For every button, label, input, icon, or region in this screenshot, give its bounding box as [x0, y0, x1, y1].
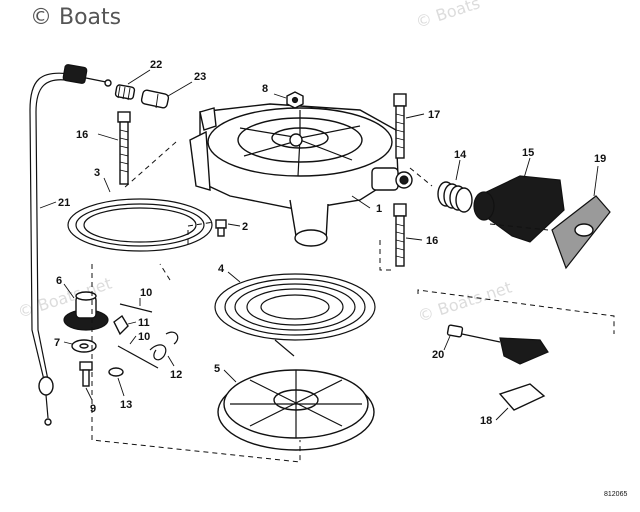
callout-12: 12 — [170, 369, 182, 381]
dash-housing-right — [379, 240, 394, 271]
washer — [71, 339, 97, 353]
bolt-lower-right — [393, 203, 407, 267]
dash-bolt-right — [409, 167, 433, 187]
cable-sleeve — [114, 84, 136, 101]
callout-2: 2 — [242, 221, 248, 233]
watermark-top-right: © Boats — [413, 0, 482, 32]
watermark-middle-right: © Boats.net — [415, 278, 514, 326]
dash-left-link — [159, 263, 171, 281]
callout-14: 14 — [454, 149, 467, 161]
spring-clip — [149, 331, 179, 361]
callout-9: 9 — [90, 403, 96, 415]
callout-17: 17 — [428, 109, 440, 121]
callout-1: 1 — [376, 203, 382, 215]
callout-16-right: 16 — [426, 235, 438, 247]
small-screw — [215, 219, 227, 237]
handle-plate — [551, 195, 611, 270]
callout-7: 7 — [54, 337, 60, 349]
callout-15: 15 — [522, 147, 534, 159]
dash-right-group — [417, 289, 615, 334]
pinion-gear — [63, 291, 109, 331]
callout-3: 3 — [94, 167, 100, 179]
bolt-left — [117, 111, 131, 185]
starter-handle — [473, 175, 565, 243]
callout-6: 6 — [56, 275, 62, 287]
callout-18: 18 — [480, 415, 492, 427]
callout-10-lower: 10 — [138, 331, 150, 343]
rewind-spring — [214, 273, 376, 357]
recoil-spring-coil — [67, 198, 213, 252]
callout-11: 11 — [138, 317, 150, 329]
callout-19: 19 — [594, 153, 606, 165]
bolt-upper-right — [393, 93, 407, 159]
small-washer — [108, 367, 124, 377]
pawl — [113, 314, 129, 336]
dash-handle — [489, 223, 549, 231]
callout-5: 5 — [214, 363, 220, 375]
leader-lines — [39, 69, 599, 421]
reference-code: 812065 — [604, 491, 627, 498]
pinion-screw — [79, 361, 93, 387]
dash-housing-left — [187, 221, 215, 244]
watermark-top-left: © Boats — [30, 5, 121, 30]
hex-nut — [286, 91, 304, 109]
callout-4: 4 — [218, 263, 225, 275]
dash-bolt-left — [123, 141, 177, 189]
callout-8: 8 — [262, 83, 268, 95]
link-upper — [119, 303, 153, 313]
callout-22: 22 — [150, 59, 162, 71]
cable-bushing — [140, 89, 170, 109]
lockout-plunger — [446, 324, 549, 365]
starter-pulley — [217, 369, 375, 451]
dash-lower-group — [91, 264, 301, 463]
callout-23: 23 — [194, 71, 206, 83]
callout-20: 20 — [432, 349, 444, 361]
handle-spring — [437, 181, 473, 213]
link-lower — [117, 345, 159, 369]
starter-housing — [189, 103, 413, 247]
callout-21: 21 — [58, 197, 70, 209]
callout-10-upper: 10 — [140, 287, 152, 299]
lockout-block — [498, 383, 546, 411]
callout-13: 13 — [120, 399, 132, 411]
callout-16-left: 16 — [76, 129, 88, 141]
lockout-cable — [29, 64, 112, 426]
